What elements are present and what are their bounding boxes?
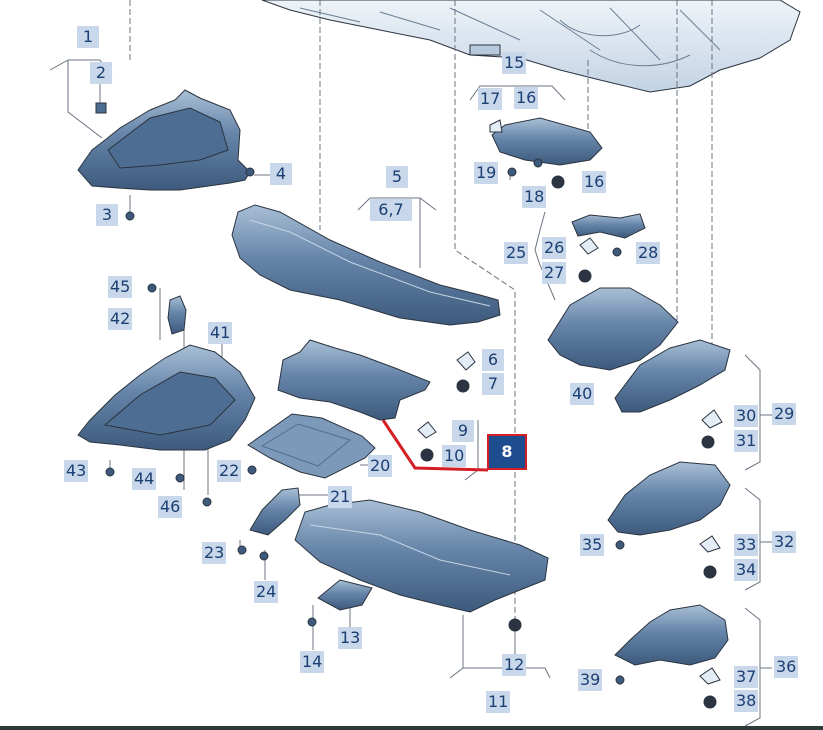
callout-37[interactable]: 37	[734, 666, 759, 688]
callout-20[interactable]: 20	[368, 455, 393, 477]
callout-2[interactable]: 2	[90, 62, 112, 84]
callout-6[interactable]: 6	[482, 349, 504, 371]
callout-40[interactable]: 40	[570, 383, 595, 405]
callout-26[interactable]: 26	[542, 237, 567, 259]
vehicle-underbody	[261, 0, 801, 93]
callout-7[interactable]: 7	[482, 373, 504, 395]
callout-14[interactable]: 14	[300, 651, 325, 673]
callout-12[interactable]: 12	[502, 654, 527, 676]
bottom-border	[0, 726, 823, 730]
callout-38[interactable]: 38	[734, 690, 759, 712]
callout-18[interactable]: 18	[522, 186, 547, 208]
callout-44[interactable]: 44	[132, 468, 157, 490]
callout-16-top[interactable]: 16	[514, 87, 539, 109]
callout-16[interactable]: 16	[582, 171, 607, 193]
callout-21[interactable]: 21	[328, 486, 353, 508]
callout-41[interactable]: 41	[208, 322, 233, 344]
callout-24[interactable]: 24	[254, 581, 279, 603]
callout-36[interactable]: 36	[774, 656, 799, 678]
callout-4[interactable]: 4	[270, 163, 292, 185]
callout-6-7[interactable]: 6,7	[370, 199, 412, 221]
callout-39[interactable]: 39	[578, 669, 603, 691]
selected-part-highlight	[381, 419, 489, 472]
callout-8-selected[interactable]: 8	[487, 434, 527, 470]
callout-13[interactable]: 13	[338, 627, 363, 649]
parts	[77, 89, 731, 666]
callout-10[interactable]: 10	[442, 445, 467, 467]
callout-5[interactable]: 5	[386, 166, 408, 188]
callout-11[interactable]: 11	[486, 691, 511, 713]
callout-27[interactable]: 27	[542, 262, 567, 284]
callout-15[interactable]: 15	[502, 52, 527, 74]
callout-9[interactable]: 9	[452, 420, 474, 442]
callout-25[interactable]: 25	[504, 242, 529, 264]
callout-1[interactable]: 1	[77, 26, 99, 48]
fasteners	[95, 102, 723, 709]
callout-19[interactable]: 19	[474, 162, 499, 184]
callout-43[interactable]: 43	[64, 460, 89, 482]
callout-17[interactable]: 17	[478, 88, 503, 110]
callout-33[interactable]: 33	[734, 534, 759, 556]
callout-29[interactable]: 29	[772, 403, 797, 425]
callout-42[interactable]: 42	[108, 308, 133, 330]
callout-34[interactable]: 34	[734, 559, 759, 581]
callout-45[interactable]: 45	[108, 276, 133, 298]
callout-31[interactable]: 31	[734, 430, 759, 452]
callout-30[interactable]: 30	[734, 405, 759, 427]
callout-28[interactable]: 28	[636, 242, 661, 264]
callout-3[interactable]: 3	[96, 204, 118, 226]
callout-46[interactable]: 46	[158, 496, 183, 518]
callout-32[interactable]: 32	[772, 531, 797, 553]
callout-23[interactable]: 23	[202, 542, 227, 564]
callout-35[interactable]: 35	[580, 534, 605, 556]
callout-22[interactable]: 22	[217, 460, 242, 482]
